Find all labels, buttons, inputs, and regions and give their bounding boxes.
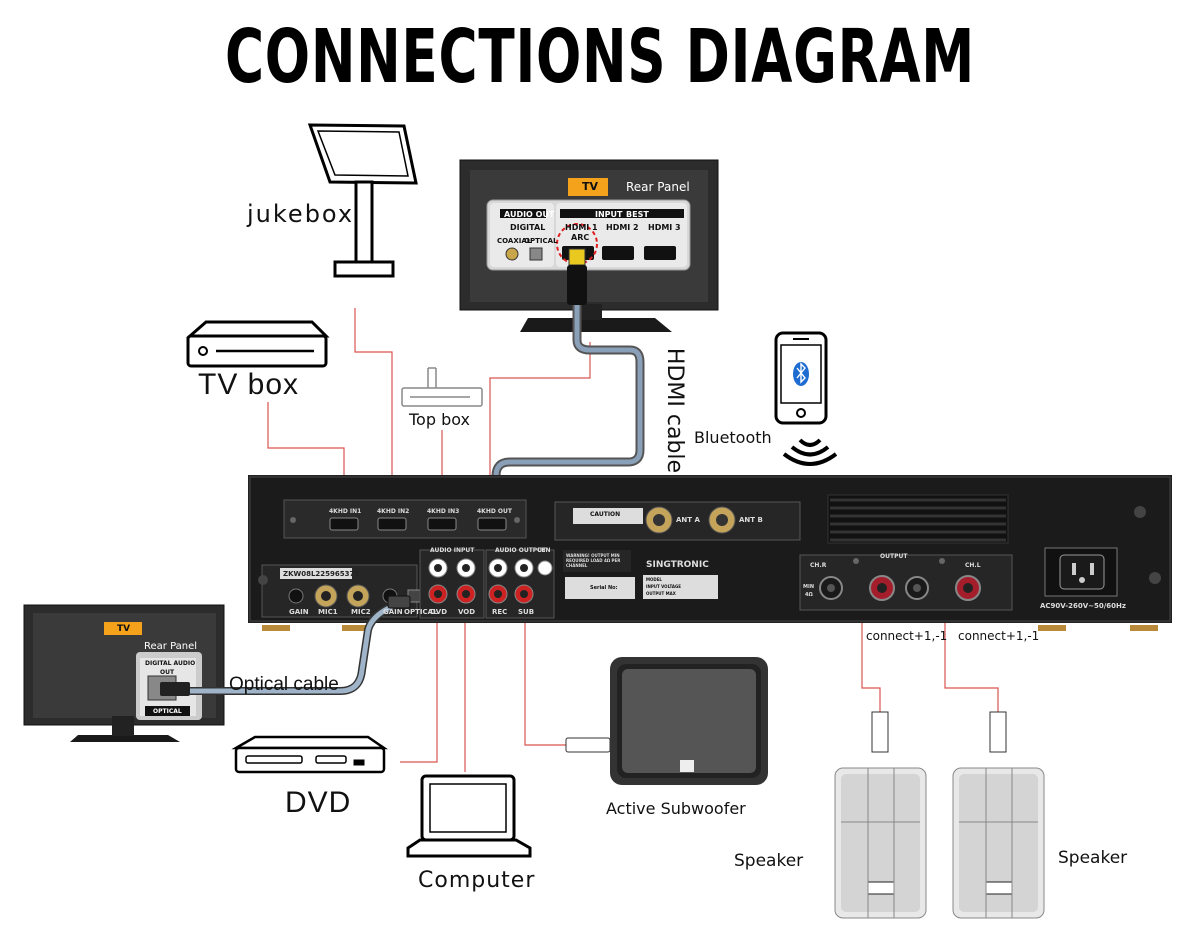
tv-best: BEST [626, 210, 649, 219]
amp-gain-2: GAIN [383, 608, 403, 616]
tv-box-label: TV box [198, 368, 300, 401]
amp-vod: VOD [458, 608, 476, 616]
hdmi-cable-label: HDMI cable [662, 347, 688, 474]
dvd-player-icon [231, 735, 389, 774]
tv-top-rear [459, 159, 719, 332]
dvd-line [400, 610, 438, 763]
tv-left-rear [23, 604, 225, 742]
dvd-label: DVD [285, 786, 352, 819]
tv-hdmi2: HDMI 2 [606, 223, 639, 232]
connect-left-label: connect+1,-1 [866, 629, 948, 643]
optical-cable-label: Optical cable [229, 674, 339, 695]
jukebox-line [354, 308, 393, 520]
amp-power: AC90V-260V~50/60Hz [1040, 602, 1126, 610]
tv-hdmi1: HDMI 1 [565, 223, 598, 232]
tv-left-out: OUT [160, 669, 175, 676]
amp-brand: SINGTRONIC [646, 560, 709, 570]
amplifier-unit [248, 475, 1172, 631]
amp-output: OUTPUT [880, 553, 908, 560]
tv-top-badge: TV [582, 180, 599, 193]
speaker-right-label: Speaker [1058, 848, 1128, 868]
wireless-signal-icon [782, 438, 838, 466]
amp-hdmi-out: 4KHD OUT [477, 508, 512, 515]
tv-hdmi3: HDMI 3 [648, 223, 681, 232]
bluetooth-label: Bluetooth [694, 428, 772, 447]
amp-mic1: MIC1 [318, 608, 338, 616]
amp-ch-l: CH.L [965, 562, 981, 569]
amp-hdmi-in2: 4KHD IN2 [377, 508, 410, 515]
amp-ohm: 4Ω [805, 592, 813, 598]
speaker-left-icon [834, 711, 927, 919]
tv-left-digital-audio: DIGITAL AUDIO [145, 660, 196, 667]
top-box-icon [401, 367, 483, 407]
amp-output-max: OUTPUT MAX [646, 591, 676, 596]
tv-arc: ARC [571, 233, 590, 242]
speaker-right-icon [952, 711, 1045, 919]
tv-top-panel-label: Rear Panel [626, 180, 690, 194]
amp-audio-output: AUDIO OUTPUT [495, 547, 547, 554]
amp-warning: WARNING! OUTPUT MIN REQUIRED LOAD 4Ω PER… [566, 553, 621, 568]
amp-caution: CAUTION [590, 511, 621, 518]
amp-gain-1: GAIN [289, 608, 309, 616]
tv-digital: DIGITAL [510, 223, 546, 232]
amp-min: MIN [803, 584, 815, 590]
amp-ant-a: ANT A [676, 516, 700, 524]
top-box-label: Top box [409, 410, 471, 429]
amp-input-voltage: INPUT VOLTAGE [646, 584, 681, 589]
amp-serial-code: ZKW08L225965372 [283, 570, 360, 578]
amp-serial-no: Serial No: [590, 585, 618, 591]
tv-box-icon [186, 320, 330, 368]
phone-icon [774, 331, 828, 425]
speaker-left-line [861, 600, 881, 712]
tv-input: INPUT [595, 210, 623, 219]
jukebox-icon [307, 123, 418, 278]
amp-optical: OPTICAL [404, 608, 438, 616]
amp-ant-b: ANT B [739, 516, 763, 524]
laptop-icon [406, 774, 532, 858]
tv-left-badge: TV [117, 624, 131, 634]
amp-hdmi-in3: 4KHD IN3 [427, 508, 460, 515]
subwoofer-line [524, 610, 568, 746]
tv-left-panel-label: Rear Panel [144, 641, 198, 652]
amp-dvd: DVD [430, 608, 448, 616]
speaker-left-label: Speaker [734, 851, 804, 871]
tv-audio-out: AUDIO OUT [504, 210, 555, 219]
optical-cable [190, 595, 411, 695]
amp-model: MODEL [646, 577, 662, 582]
amp-ch-r: CH.R [810, 562, 827, 569]
jukebox-label: jukebox [247, 200, 355, 228]
subwoofer-label: Active Subwoofer [606, 799, 746, 818]
speaker-right-line [944, 600, 999, 712]
subwoofer-icon [565, 657, 768, 785]
tv-hdmi-line [489, 342, 591, 495]
tv-left-optical: OPTICAL [153, 708, 182, 715]
tv-coaxial: COAXIAL [497, 237, 532, 245]
amp-rec: REC [492, 608, 508, 616]
amp-audio-input: AUDIO INPUT [430, 547, 475, 554]
amp-sub: SUB [518, 608, 535, 616]
page-title: CONNECTIONS DIAGRAM [224, 14, 976, 100]
connect-right-label: connect+1,-1 [958, 629, 1040, 643]
amp-hdmi-in1: 4KHD IN1 [329, 508, 362, 515]
amp-cen: CEN [537, 547, 551, 554]
tv-optical: OPTICAL [524, 237, 558, 245]
computer-label: Computer [418, 868, 536, 893]
amp-mic2: MIC2 [351, 608, 371, 616]
